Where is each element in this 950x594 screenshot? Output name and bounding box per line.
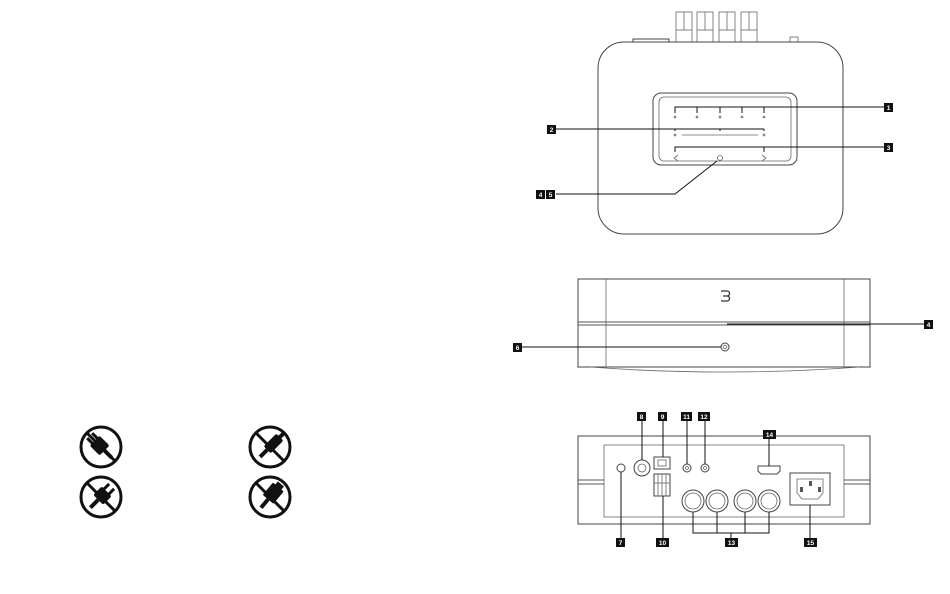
svg-text:11: 11 bbox=[683, 414, 690, 421]
callout-9: 9 bbox=[658, 412, 667, 421]
callout-10: 10 bbox=[656, 538, 669, 547]
callout-7: 7 bbox=[616, 538, 625, 547]
svg-text:1: 1 bbox=[887, 105, 891, 112]
callout-3: 3 bbox=[884, 143, 893, 152]
callout-2: 2 bbox=[547, 125, 556, 134]
callout-12: 12 bbox=[698, 412, 710, 421]
svg-text:4: 4 bbox=[539, 192, 543, 199]
svg-text:14: 14 bbox=[766, 432, 774, 439]
svg-text:12: 12 bbox=[700, 414, 708, 421]
subwoofer-out bbox=[634, 460, 650, 476]
audio-jack-11 bbox=[683, 464, 691, 472]
svg-text:5: 5 bbox=[549, 192, 553, 199]
front-led bbox=[721, 343, 729, 351]
power-plug-crossed-icon bbox=[81, 427, 121, 467]
rear-view bbox=[578, 436, 870, 524]
power-inlet bbox=[790, 473, 830, 505]
callout-13: 13 bbox=[725, 538, 738, 547]
svg-text:10: 10 bbox=[659, 540, 667, 547]
svg-text:7: 7 bbox=[619, 540, 623, 547]
fiber-optic-crossed-icon bbox=[250, 427, 290, 467]
callout-14: 14 bbox=[763, 430, 776, 439]
callout-6: 6 bbox=[513, 343, 522, 352]
front-view bbox=[578, 279, 870, 372]
svg-text:9: 9 bbox=[661, 414, 665, 421]
reset-button bbox=[617, 464, 625, 472]
ethernet-connector-crossed-icon bbox=[250, 477, 290, 517]
callout-11: 11 bbox=[681, 412, 692, 421]
svg-text:3: 3 bbox=[887, 145, 891, 152]
callout-15: 15 bbox=[804, 538, 817, 547]
svg-text:6: 6 bbox=[516, 345, 520, 352]
speaker-terminals bbox=[633, 12, 798, 45]
top-view bbox=[598, 12, 843, 234]
svg-text:13: 13 bbox=[728, 540, 736, 547]
audio-jack-12 bbox=[701, 464, 709, 472]
callout-5: 5 bbox=[546, 190, 555, 199]
power-plug-diagonal-crossed-icon bbox=[81, 477, 121, 517]
callout-4-front: 4 bbox=[924, 320, 933, 329]
svg-text:8: 8 bbox=[640, 414, 644, 421]
callout-8: 8 bbox=[637, 412, 646, 421]
svg-text:2: 2 bbox=[550, 127, 554, 134]
hdmi-port bbox=[758, 466, 780, 474]
callout-1: 1 bbox=[884, 103, 893, 112]
svg-text:15: 15 bbox=[807, 540, 815, 547]
svg-text:4: 4 bbox=[927, 322, 931, 329]
callout-4-top: 4 bbox=[536, 190, 545, 199]
ethernet-port bbox=[654, 457, 670, 469]
